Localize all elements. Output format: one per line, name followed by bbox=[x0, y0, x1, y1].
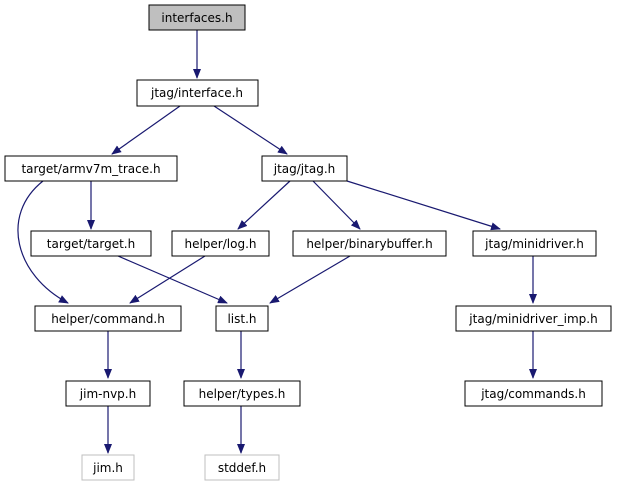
node-label: stddef.h bbox=[218, 461, 266, 475]
dependency-edges bbox=[17, 30, 537, 454]
node-label: jtag/minidriver.h bbox=[484, 237, 584, 251]
node-target-armv7m-trace-h[interactable]: target/armv7m_trace.h bbox=[4, 155, 178, 182]
edge-jtag-jtag-to-binarybuffer bbox=[312, 180, 361, 230]
edge-jtag-jtag-to-log bbox=[237, 180, 291, 230]
node-label: helper/binarybuffer.h bbox=[306, 237, 432, 251]
node-label: jtag/interface.h bbox=[150, 86, 243, 100]
node-helper-types-h[interactable]: helper/types.h bbox=[183, 380, 301, 407]
node-label: helper/log.h bbox=[184, 237, 256, 251]
node-label: list.h bbox=[227, 312, 256, 326]
node-jtag-minidriver-imp-h[interactable]: jtag/minidriver_imp.h bbox=[455, 305, 612, 332]
node-interfaces-h: interfaces.h bbox=[148, 4, 246, 31]
node-helper-binarybuffer-h[interactable]: helper/binarybuffer.h bbox=[292, 230, 447, 257]
node-jtag-commands-h[interactable]: jtag/commands.h bbox=[464, 380, 603, 407]
node-jtag-jtag-h[interactable]: jtag/jtag.h bbox=[261, 155, 348, 182]
node-label: helper/command.h bbox=[51, 312, 165, 326]
node-stddef-h: stddef.h bbox=[204, 454, 280, 481]
node-list-h[interactable]: list.h bbox=[215, 305, 269, 332]
node-target-target-h[interactable]: target/target.h bbox=[30, 230, 152, 257]
edge-armv7m-trace-to-command bbox=[17, 180, 69, 304]
node-label: helper/types.h bbox=[199, 387, 286, 401]
node-label: interfaces.h bbox=[161, 11, 232, 25]
node-helper-log-h[interactable]: helper/log.h bbox=[171, 230, 270, 257]
node-label: jim-nvp.h bbox=[79, 387, 136, 401]
dependency-nodes: interfaces.h jtag/interface.h target/arm… bbox=[4, 4, 612, 481]
node-label: jtag/minidriver_imp.h bbox=[468, 312, 597, 326]
edge-binarybuffer-to-list bbox=[269, 255, 351, 304]
node-jim-h: jim.h bbox=[81, 454, 135, 481]
edge-jtag-interface-to-armv7m-trace bbox=[111, 105, 181, 155]
node-label: target/armv7m_trace.h bbox=[21, 162, 160, 176]
edge-jtag-jtag-to-minidriver bbox=[346, 180, 501, 231]
node-label: target/target.h bbox=[47, 237, 135, 251]
node-jtag-minidriver-h[interactable]: jtag/minidriver.h bbox=[472, 230, 597, 257]
node-label: jim.h bbox=[92, 461, 123, 475]
node-label: jtag/commands.h bbox=[480, 387, 586, 401]
node-label: jtag/jtag.h bbox=[273, 162, 335, 176]
node-helper-command-h[interactable]: helper/command.h bbox=[34, 305, 182, 332]
edge-jtag-interface-to-jtag-jtag bbox=[213, 105, 288, 155]
edge-log-to-command bbox=[129, 255, 206, 304]
edge-target-to-list bbox=[117, 255, 228, 304]
node-jtag-interface-h[interactable]: jtag/interface.h bbox=[136, 79, 259, 107]
node-jim-nvp-h[interactable]: jim-nvp.h bbox=[65, 380, 151, 407]
